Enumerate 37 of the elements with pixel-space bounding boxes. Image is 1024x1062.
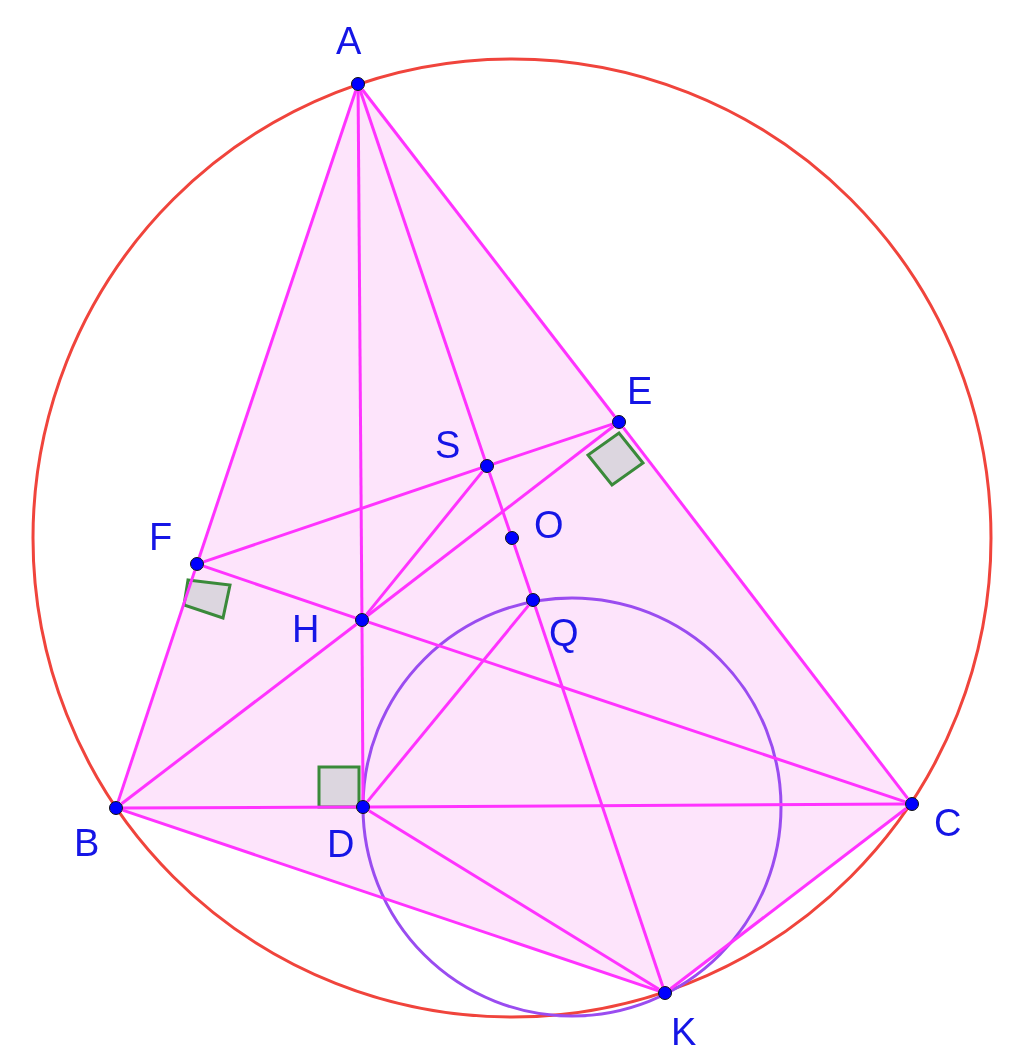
line-segment	[368, 809, 660, 991]
point-label: Q	[549, 614, 579, 652]
line-segment	[203, 466, 481, 564]
point-label: B	[74, 824, 100, 862]
point-label: O	[534, 506, 564, 544]
line-segment	[122, 808, 659, 993]
line-segment	[366, 604, 530, 803]
line-segment	[361, 88, 616, 418]
line-segment	[622, 426, 909, 800]
line-segment	[116, 570, 197, 802]
line-segment	[487, 472, 512, 532]
line-segment	[368, 620, 906, 804]
point-label: H	[292, 610, 320, 648]
line-segment	[493, 422, 613, 466]
line-segment	[203, 564, 356, 620]
line-segment	[123, 805, 356, 810]
line-segment	[197, 90, 358, 558]
line-segment	[120, 623, 358, 805]
line-segment	[669, 807, 908, 990]
line-segment	[356, 91, 364, 613]
line-segment	[360, 627, 365, 800]
point-label: C	[934, 804, 962, 842]
point-label: S	[435, 426, 461, 464]
line-segment	[358, 90, 487, 460]
line-segment	[533, 606, 665, 987]
point-dot	[190, 557, 204, 571]
point-label: D	[327, 825, 355, 863]
line-segment	[366, 425, 615, 617]
point-label: K	[671, 1013, 697, 1051]
point-label: A	[336, 22, 362, 60]
point-label: E	[627, 372, 653, 410]
point-label: F	[149, 518, 173, 556]
line-segment	[370, 802, 905, 809]
line-segment	[512, 544, 533, 594]
point-dot	[351, 77, 365, 91]
line-segment	[365, 470, 484, 616]
point-dot	[109, 801, 123, 815]
